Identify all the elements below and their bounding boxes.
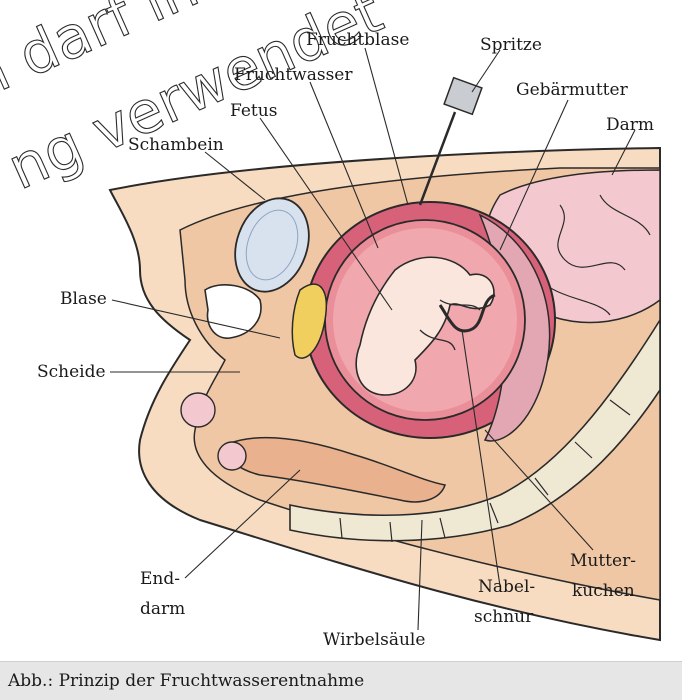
label-fruchtwasser: Fruchtwasser (234, 65, 353, 85)
anal-opening (218, 442, 246, 470)
figure-caption: Abb.: Prinzip der Fruchtwasserentnahme (8, 671, 364, 691)
label-scheide: Scheide (37, 362, 106, 382)
label-schambein: Schambein (128, 135, 224, 155)
vaginal-opening (181, 393, 215, 427)
amniocentesis-diagram: n darf in ng verwendet (0, 0, 682, 662)
label-mutterkuchen-2: kuchen (572, 581, 635, 601)
label-spritze: Spritze (480, 35, 542, 55)
syringe-barrel (444, 78, 482, 115)
label-mutterkuchen-1: Mutter- (570, 551, 636, 571)
label-wirbelsaeule: Wirbelsäule (323, 630, 425, 650)
label-nabelschnur-2: schnur (474, 607, 534, 627)
label-gebaermutter: Gebärmutter (516, 80, 629, 100)
label-enddarm-2: darm (140, 599, 185, 619)
label-blase: Blase (60, 289, 107, 309)
caption-bar: Abb.: Prinzip der Fruchtwasserentnahme (0, 662, 682, 700)
label-nabelschnur-1: Nabel- (478, 577, 535, 597)
label-enddarm-1: End- (140, 569, 180, 589)
label-fetus: Fetus (230, 101, 277, 121)
label-darm: Darm (606, 115, 654, 135)
label-fruchtblase: Fruchtblase (306, 30, 409, 50)
